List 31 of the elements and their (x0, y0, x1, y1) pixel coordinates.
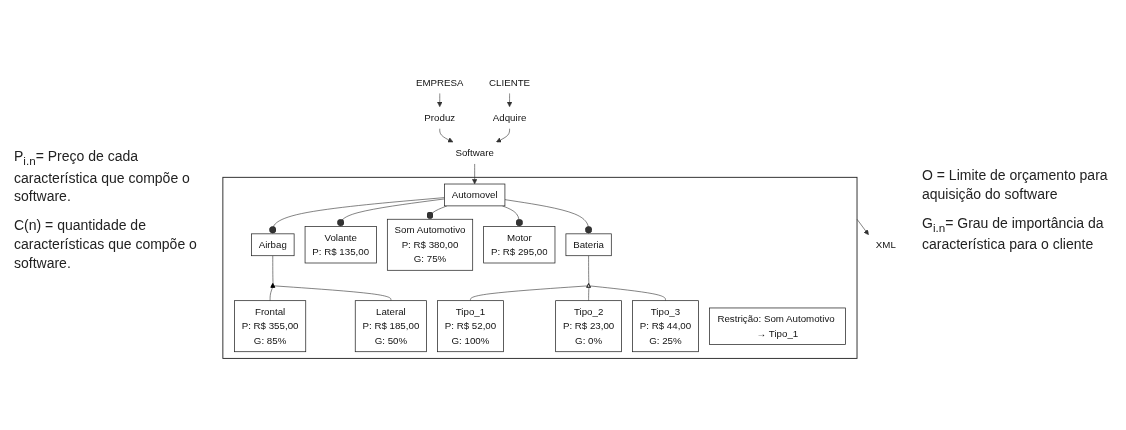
legend-note: G$_{i.n}$= Grau de importância da característica para o cliente (922, 213, 1105, 255)
node-text: XML (875, 239, 896, 250)
node-box (709, 307, 846, 345)
connector (588, 255, 590, 285)
node-text: EMPRESA (415, 77, 464, 88)
node-box (555, 300, 622, 353)
connector (589, 285, 666, 301)
connector (272, 255, 274, 285)
connector (470, 285, 589, 301)
node-box (386, 218, 474, 271)
legend-note: C(n) = quantidade de características que compõe o software. (14, 216, 198, 273)
connector (273, 285, 392, 301)
node-box (251, 233, 295, 257)
node-text: Software (455, 147, 494, 158)
cluster (222, 176, 858, 359)
legend-note: P$_{i.n}$= Preço de cada característica que compõe o software. (14, 147, 191, 207)
feature-model-diagram: EMPRESA CLIENTE Produz Adquire Software Automovel Som Automotivo P: R$ 380,00 G: 75% Volante P: R$ 135,00 Motor P: R$ 295,00 Airbag Bateria XML Frontal P: R$ 355,00 G: 85% Lateral P: R$ 185,00 G: 50% Tipo_1 P: R$ 52,00 G: 100% Tipo_2 P: R$ 23,00 G: 0% Tipo_3 P: R$ 44,00 G: 25% Restrição: Som Automotivo → Tipo_1 (218, 2, 908, 428)
node-text: Adquire (492, 112, 527, 123)
node-box (234, 300, 307, 353)
connector (588, 287, 590, 301)
node-box (565, 233, 612, 257)
node-box (304, 226, 377, 264)
node-box (354, 300, 427, 353)
node-box (444, 183, 506, 207)
node-box (632, 300, 699, 353)
legend-note: O = Limite de orçamento para aquisição do software (922, 165, 1109, 204)
node-text: CLIENTE (489, 77, 531, 88)
node-box (437, 300, 504, 353)
node-text: Produz (424, 112, 456, 123)
connector (269, 287, 273, 301)
node-box (483, 226, 556, 264)
